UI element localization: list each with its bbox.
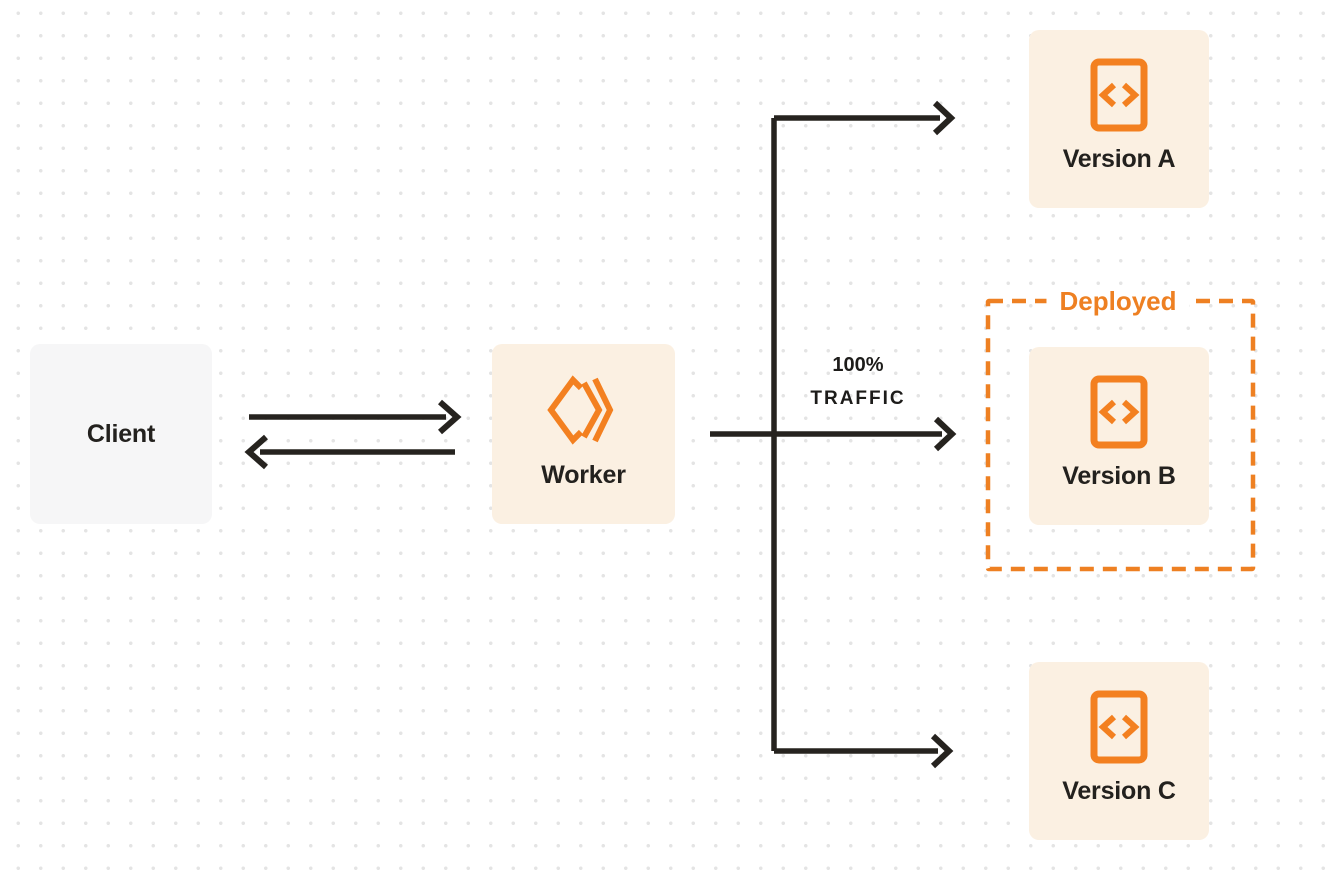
traffic-word-label: TRAFFIC — [810, 388, 906, 409]
node-worker: Worker — [492, 344, 675, 524]
code-right-chevron — [1121, 82, 1140, 108]
code-file-icon — [1090, 375, 1148, 449]
version-b-label: Version B — [1062, 462, 1176, 490]
deployed-region-border — [985, 298, 1256, 572]
code-file-frame — [1090, 58, 1148, 132]
workers-chevron-outer — [591, 377, 613, 443]
code-left-chevron — [1098, 399, 1117, 425]
traffic-percent-label: 100% — [832, 354, 884, 376]
node-version-b: Version B — [1029, 347, 1209, 525]
client-to-worker-arrowhead-icon — [438, 399, 462, 435]
cloudflare-workers-icon — [546, 375, 613, 445]
code-left-chevron — [1098, 82, 1117, 108]
deployed-badge: Deployed — [1046, 286, 1190, 317]
node-client: Client — [30, 344, 212, 524]
version-b-arrowhead-icon — [933, 416, 957, 452]
code-left-chevron — [1098, 714, 1117, 740]
workers-chevron-inner — [580, 381, 602, 439]
code-right-chevron — [1121, 399, 1140, 425]
node-version-a: Version A — [1029, 30, 1209, 208]
workers-open-diamond — [546, 375, 583, 445]
code-file-frame — [1090, 690, 1148, 764]
code-file-frame — [1090, 375, 1148, 449]
worker-label: Worker — [541, 461, 626, 489]
code-file-icon — [1090, 690, 1148, 764]
version-a-arrowhead-icon — [932, 100, 956, 136]
node-version-c: Version C — [1029, 662, 1209, 840]
code-file-icon — [1090, 58, 1148, 132]
version-c-label: Version C — [1062, 777, 1176, 805]
worker-to-client-arrowhead-icon — [244, 434, 268, 470]
version-c-arrowhead-icon — [930, 733, 954, 769]
version-a-label: Version A — [1062, 145, 1176, 173]
code-right-chevron — [1121, 714, 1140, 740]
traffic-annotation: 100% TRAFFIC — [810, 349, 905, 415]
deployed-dashed-rect — [985, 298, 1256, 572]
client-label: Client — [86, 419, 156, 448]
